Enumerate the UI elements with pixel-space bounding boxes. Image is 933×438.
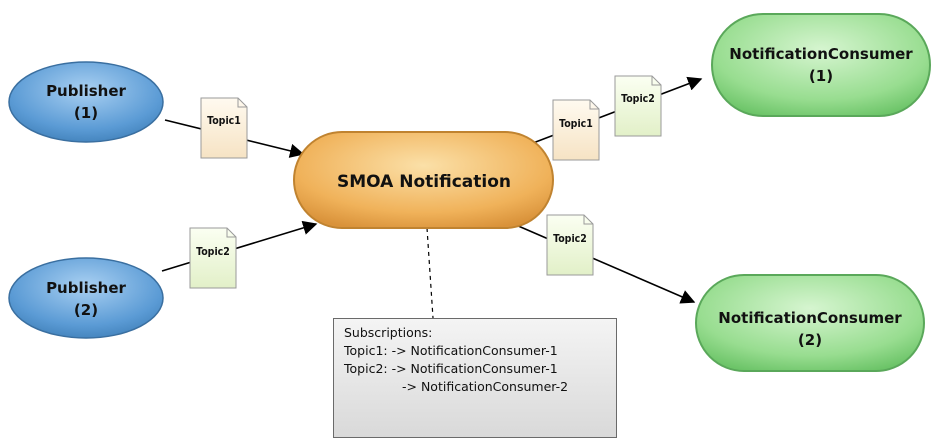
- edge-publisher2-broker: [161, 220, 318, 272]
- publisher-2-index: (2): [74, 301, 98, 319]
- publisher-2-node[interactable]: Publisher (2): [8, 257, 164, 339]
- publisher-2-title: Publisher: [46, 279, 126, 297]
- broker-node[interactable]: SMOA Notification: [293, 131, 554, 229]
- diagram-canvas: Publisher (1) Publisher (2) SMOA Notific…: [8, 13, 931, 372]
- subscription-line-topic2-cont: -> NotificationConsumer-2: [402, 379, 569, 394]
- message-doc-label: Topic2: [553, 233, 587, 245]
- publisher-1-index: (1): [74, 104, 98, 122]
- subscriptions-heading: Subscriptions:: [344, 325, 433, 340]
- consumer-2-index: (2): [798, 331, 822, 349]
- consumer-1-title: NotificationConsumer: [729, 45, 913, 63]
- broker-title: SMOA Notification: [337, 172, 511, 192]
- subscription-line-topic2: Topic2: -> NotificationConsumer-1: [344, 361, 558, 376]
- consumer-1-index: (1): [809, 67, 833, 85]
- edge-broker-note: [426, 227, 434, 319]
- consumer-2-title: NotificationConsumer: [718, 309, 902, 327]
- message-doc-pub2-topic: Topic2: [189, 227, 237, 289]
- diagram: Publisher (1) Publisher (2) SMOA Notific…: [8, 13, 931, 438]
- consumer-2-node[interactable]: NotificationConsumer (2): [695, 274, 925, 372]
- message-doc-pub1-topic: Topic1: [200, 97, 248, 159]
- edge-broker-consumer2: [515, 224, 696, 304]
- message-doc-label: Topic1: [559, 118, 593, 130]
- consumer-1-node[interactable]: NotificationConsumer (1): [711, 13, 931, 117]
- subscriptions-note: Subscriptions: Topic1: -> NotificationCo…: [333, 318, 617, 438]
- message-doc-label: Topic1: [207, 115, 241, 127]
- publisher-1-node[interactable]: Publisher (1): [8, 61, 164, 143]
- message-doc-cons1-topic-a: Topic1: [552, 99, 600, 161]
- publisher-1-title: Publisher: [46, 82, 126, 100]
- message-doc-cons2-topic: Topic2: [546, 214, 594, 276]
- subscription-line-topic1: Topic1: -> NotificationConsumer-1: [344, 343, 558, 358]
- message-doc-label: Topic2: [621, 93, 655, 105]
- message-doc-cons1-topic-b: Topic2: [614, 75, 662, 137]
- message-doc-label: Topic2: [196, 246, 230, 258]
